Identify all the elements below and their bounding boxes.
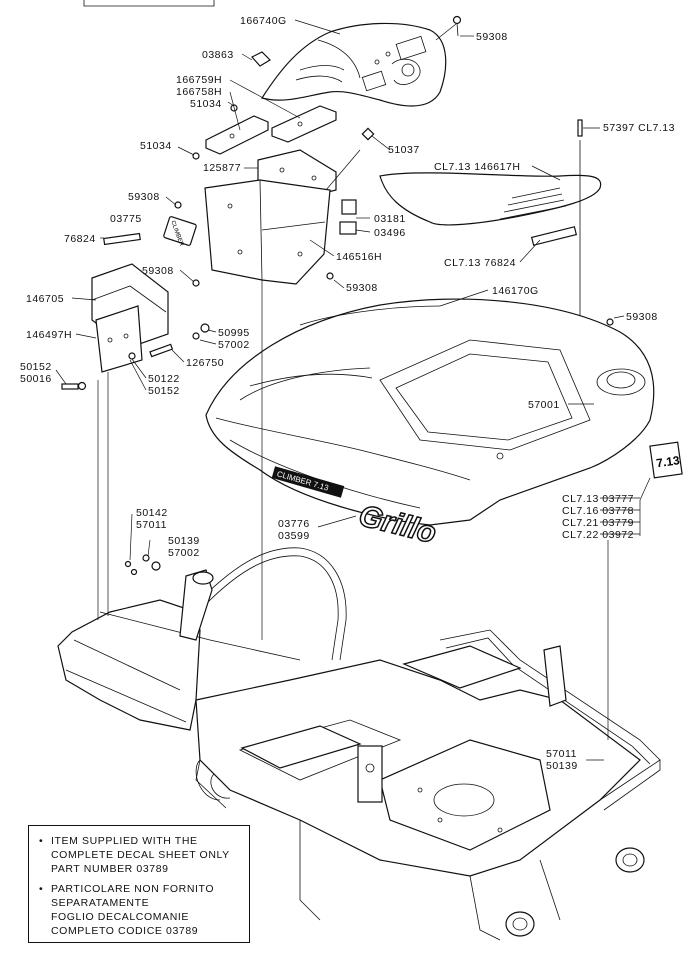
label-166759H: 166759H xyxy=(176,74,222,86)
label-59308-d: 59308 xyxy=(346,282,378,294)
label-57002-b: 57002 xyxy=(168,547,200,559)
label-50142: 50142 xyxy=(136,507,168,519)
strip-76824-b xyxy=(530,226,578,246)
bolt-59308-d xyxy=(192,279,200,287)
label-59308-top: 59308 xyxy=(476,31,508,43)
note-english: • ITEM SUPPLIED WITH THE COMPLETE DECAL … xyxy=(39,834,239,876)
label-166740G: 166740G xyxy=(240,15,287,27)
label-146170G: 146170G xyxy=(492,285,539,297)
clip-03863 xyxy=(251,51,271,67)
label-50139-a: 50139 xyxy=(168,535,200,547)
label-76824-b: CL7.13 76824 xyxy=(444,257,516,269)
label-50122: 50122 xyxy=(148,373,180,385)
label-50139-b: 50139 xyxy=(546,760,578,772)
seat-cover-part xyxy=(261,22,447,107)
label-03775: 03775 xyxy=(110,213,142,225)
nut-51037 xyxy=(361,127,375,141)
label-03776: 03776 xyxy=(278,518,310,530)
label-125877: 125877 xyxy=(203,162,241,174)
label-146617H: CL7.13 146617H xyxy=(434,161,520,173)
washer-57002-a xyxy=(192,332,200,340)
frame-remnant xyxy=(83,0,215,7)
note-italian-text: PARTICOLARE NON FORNITO SEPARATAMENTE FO… xyxy=(51,883,215,937)
bracket-166758H xyxy=(205,115,269,155)
label-51034-b: 51034 xyxy=(140,140,172,152)
label-76824-a: 76824 xyxy=(64,233,96,245)
label-57002-a: 57002 xyxy=(218,339,250,351)
label-50152-b: 50152 xyxy=(148,385,180,397)
nut-50016 xyxy=(77,381,87,391)
note-bullet: • xyxy=(39,835,44,847)
label-57397: 57397 CL7.13 xyxy=(603,122,675,134)
decal-note-box: • ITEM SUPPLIED WITH THE COMPLETE DECAL … xyxy=(28,825,250,943)
bolt-50152 xyxy=(61,383,79,390)
label-03181: 03181 xyxy=(374,213,406,225)
label-03779: CL7.21 03779 xyxy=(562,517,634,529)
label-57001: 57001 xyxy=(528,399,560,411)
washer-50142 xyxy=(124,560,132,568)
label-146497H: 146497H xyxy=(26,329,72,341)
bracket-166759H xyxy=(271,105,337,143)
label-59308-c: 59308 xyxy=(142,265,174,277)
label-50995: 50995 xyxy=(218,327,250,339)
label-50016: 50016 xyxy=(20,373,52,385)
note-english-text: ITEM SUPPLIED WITH THE COMPLETE DECAL SH… xyxy=(51,835,230,875)
label-03863: 03863 xyxy=(202,49,234,61)
version-badge-7-13: 7.13 xyxy=(649,441,683,479)
bolt-59308-e xyxy=(606,318,614,326)
label-51034-a: 51034 xyxy=(190,98,222,110)
bolt-59308-c xyxy=(326,272,334,280)
nut-51034-b xyxy=(192,152,200,160)
leader-lines xyxy=(55,19,651,761)
seat-plate-146617H xyxy=(379,172,602,226)
pin-126750 xyxy=(149,343,174,358)
decal-03181 xyxy=(341,199,357,215)
version-badge-text: 7.13 xyxy=(655,453,680,470)
strip-76824-a xyxy=(103,232,141,246)
label-03778: CL7.16 03778 xyxy=(562,505,634,517)
nut-50122 xyxy=(128,352,136,360)
label-146516H: 146516H xyxy=(336,251,382,263)
bracket-146516H xyxy=(204,179,331,285)
bolt-59308-top xyxy=(452,15,462,37)
note-italian: • PARTICOLARE NON FORNITO SEPARATAMENTE … xyxy=(39,882,239,938)
bolt-59308-b xyxy=(174,201,182,209)
nut-57011-a xyxy=(130,568,138,576)
decal-03496 xyxy=(339,221,357,235)
label-146705: 146705 xyxy=(26,293,64,305)
label-126750: 126750 xyxy=(186,357,224,369)
note-bullet: • xyxy=(39,883,44,895)
label-59308-b: 59308 xyxy=(128,191,160,203)
label-57011-b: 57011 xyxy=(546,748,577,760)
label-166758H: 166758H xyxy=(176,86,222,98)
label-03496: 03496 xyxy=(374,227,406,239)
hood-146170G xyxy=(205,298,655,526)
washer-50995 xyxy=(200,323,210,333)
frame-chassis xyxy=(57,547,661,941)
nut-50139-a xyxy=(142,554,150,562)
label-03972: CL7.22 03972 xyxy=(562,529,634,541)
washer-57002-b xyxy=(151,561,161,571)
part-labels: 166740G 03863 59308 166759H 166758H 5103… xyxy=(20,15,675,772)
label-51037: 51037 xyxy=(388,144,420,156)
label-59308-e: 59308 xyxy=(626,311,658,323)
decal-03775: CLIMBER xyxy=(163,216,197,248)
label-50152-a: 50152 xyxy=(20,361,52,373)
label-57011-a: 57011 xyxy=(136,519,167,531)
label-03599: 03599 xyxy=(278,530,310,542)
label-03777: CL7.13 03777 xyxy=(562,493,634,505)
